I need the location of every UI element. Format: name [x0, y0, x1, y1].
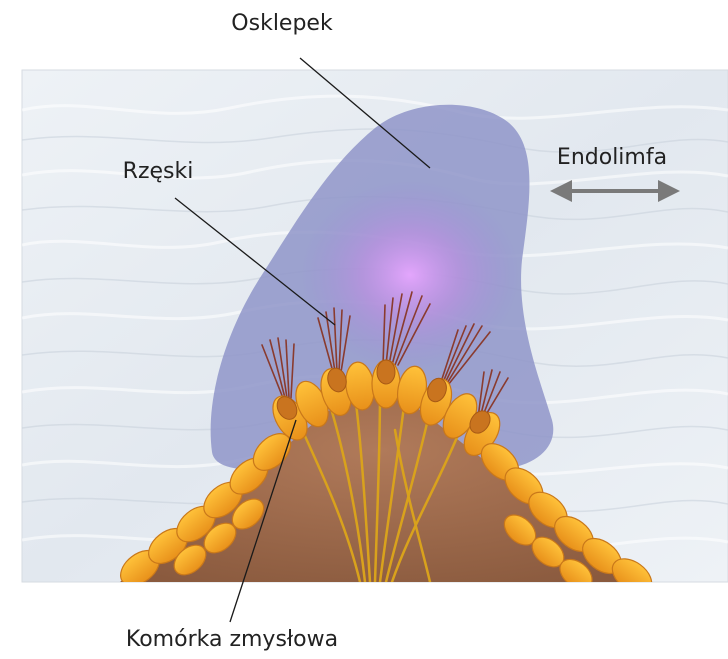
label-osklepek: Osklepek — [231, 11, 333, 36]
label-endolimfa: Endolimfa — [557, 145, 667, 170]
label-rzeski: Rzęski — [123, 159, 194, 184]
label-komorka-zmyslowa: Komórka zmysłowa — [126, 627, 338, 652]
